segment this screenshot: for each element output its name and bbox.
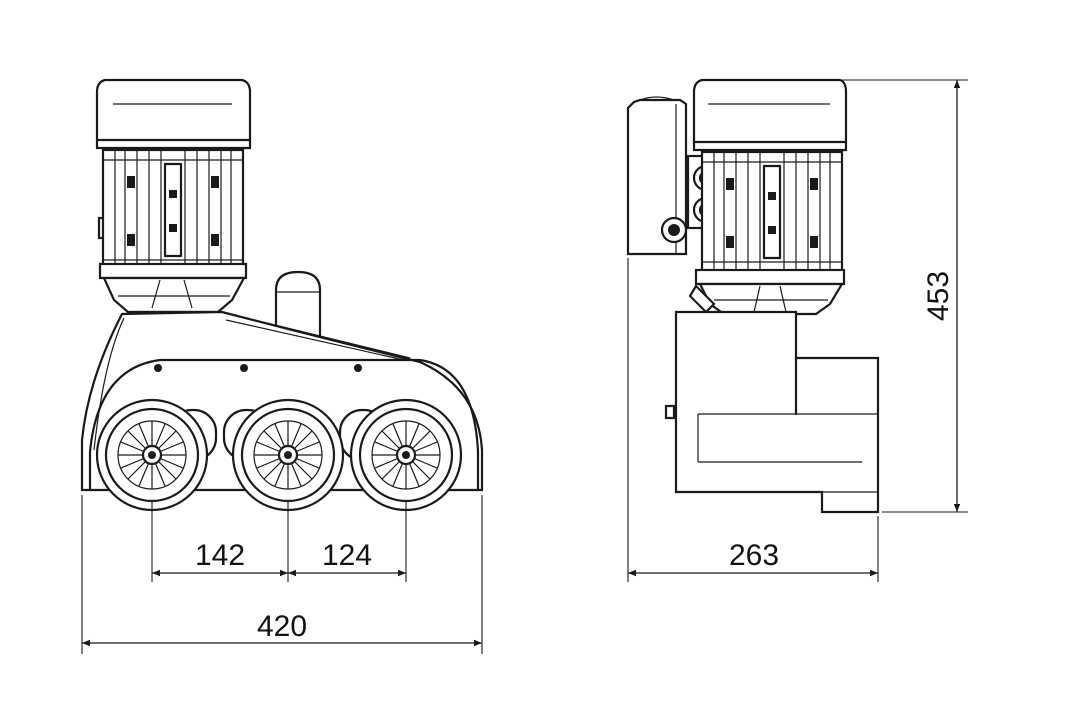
side-view — [626, 78, 880, 514]
control-box — [626, 98, 688, 256]
dimension-263: 263 — [729, 539, 779, 572]
dimension-124: 124 — [322, 539, 372, 572]
front-view — [80, 78, 484, 512]
side-dimensions: 263 453 — [627, 79, 968, 582]
dimension-142: 142 — [195, 539, 245, 572]
side-motor-cooling-fins — [700, 150, 844, 274]
motor-cooling-fins — [101, 148, 245, 272]
grinding-disc-left — [95, 398, 209, 512]
motor-flange — [102, 276, 246, 314]
side-gearbox-housing — [674, 310, 880, 514]
side-motor-flange — [698, 282, 844, 316]
dimension-420: 420 — [257, 610, 307, 643]
side-motor-fan-cover — [692, 78, 848, 152]
grinding-disc-right — [349, 398, 463, 512]
front-dimensions: 142 124 420 — [81, 495, 483, 654]
motor-fan-cover — [95, 78, 252, 150]
dimension-453: 453 — [922, 271, 955, 321]
grinding-disc-middle — [231, 398, 345, 512]
